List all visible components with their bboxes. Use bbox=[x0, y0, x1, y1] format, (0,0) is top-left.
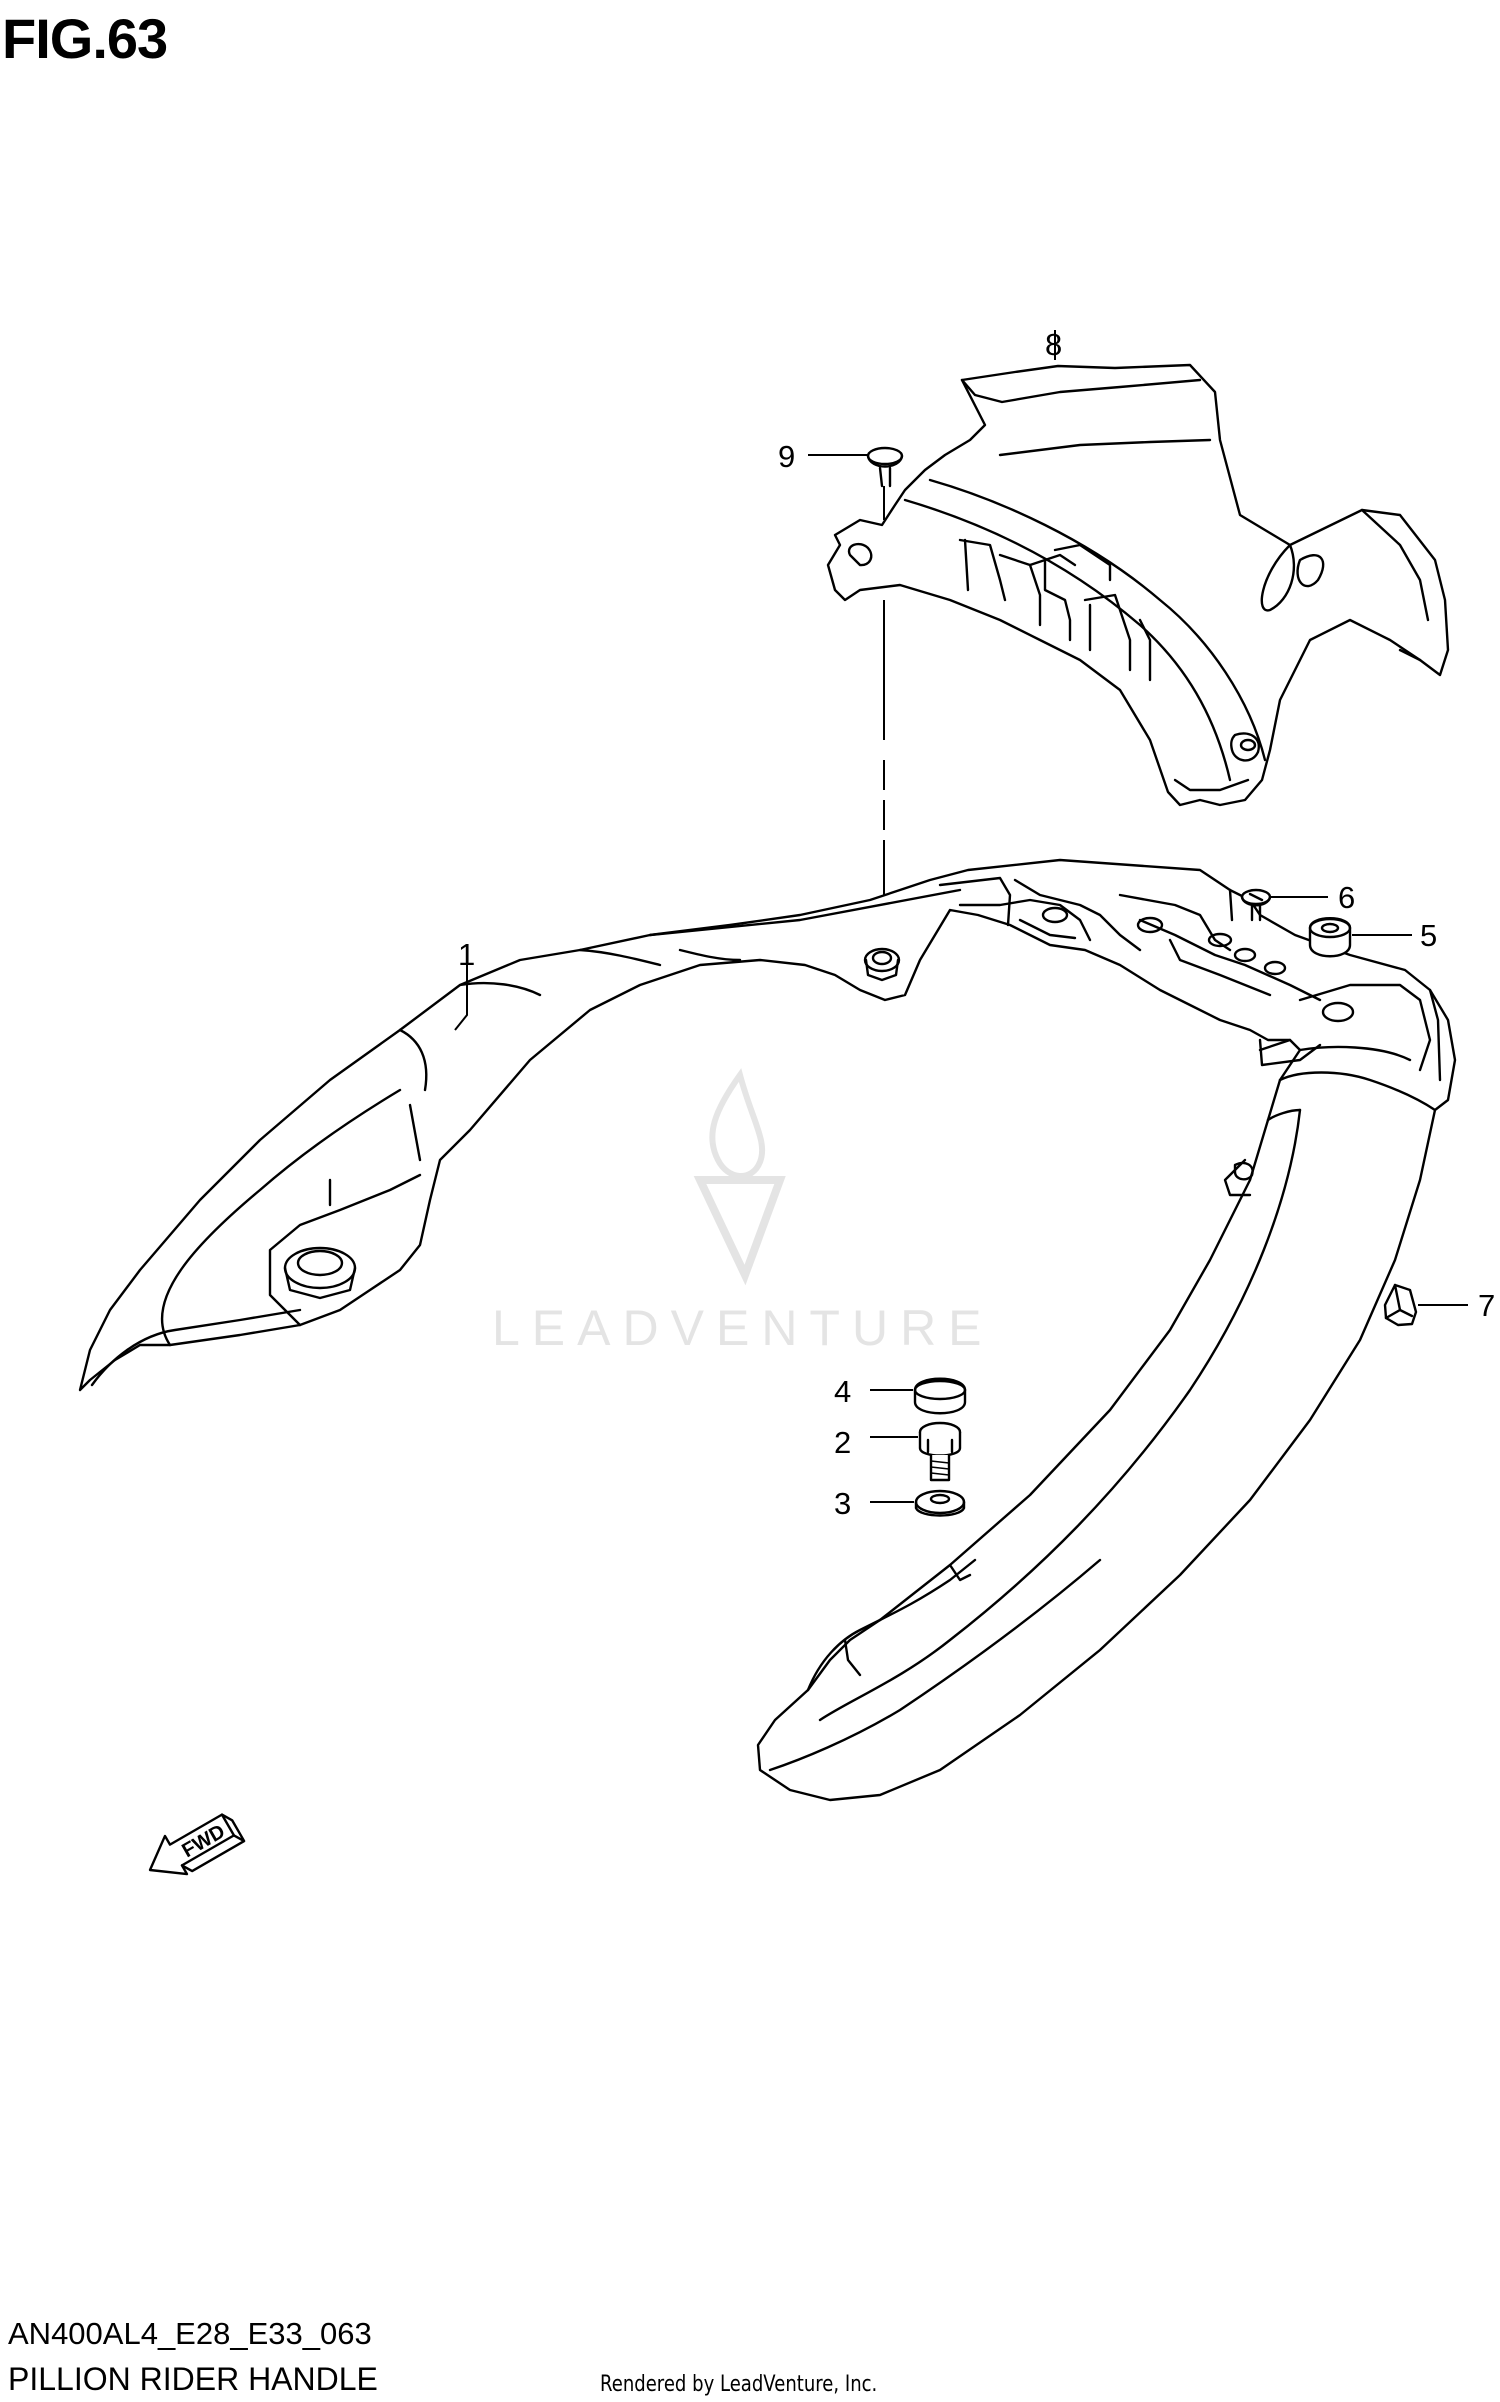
figure-title: FIG.63 bbox=[2, 7, 168, 70]
part-5-grommet bbox=[1308, 917, 1352, 958]
part-8-handle-cover bbox=[826, 363, 1450, 807]
part-1-grab-rail bbox=[78, 858, 1457, 1802]
leadventure-watermark: LEADVENTURE bbox=[492, 1068, 994, 1356]
callout-5: 5 bbox=[1420, 918, 1437, 953]
leader-1 bbox=[454, 960, 468, 1031]
callout-7: 7 bbox=[1478, 1288, 1495, 1323]
callout-4: 4 bbox=[834, 1374, 851, 1409]
callout-1: 1 bbox=[458, 937, 475, 972]
watermark-flame-icon bbox=[709, 1068, 766, 1179]
part-2-bolt bbox=[918, 1421, 962, 1482]
callout-2: 2 bbox=[834, 1425, 851, 1460]
forward-arrow-icon: FWD bbox=[148, 1813, 246, 1876]
part-7-clip-nut bbox=[1383, 1283, 1418, 1327]
part-3-washer bbox=[914, 1489, 966, 1517]
watermark-text: LEADVENTURE bbox=[492, 1300, 994, 1356]
callout-8: 8 bbox=[1045, 327, 1062, 362]
callout-leaders bbox=[454, 330, 1468, 1503]
watermark-v-icon bbox=[693, 1176, 786, 1286]
diagram-subtitle: PILLION RIDER HANDLE bbox=[8, 2361, 378, 2397]
render-credit: Rendered by LeadVenture, Inc. bbox=[600, 2372, 878, 2397]
model-code: AN400AL4_E28_E33_063 bbox=[8, 2316, 372, 2351]
part-6-screw bbox=[1240, 888, 1272, 922]
callout-6: 6 bbox=[1338, 880, 1355, 915]
callout-3: 3 bbox=[834, 1486, 851, 1521]
part-4-cap bbox=[913, 1377, 967, 1415]
callout-9: 9 bbox=[778, 439, 795, 474]
